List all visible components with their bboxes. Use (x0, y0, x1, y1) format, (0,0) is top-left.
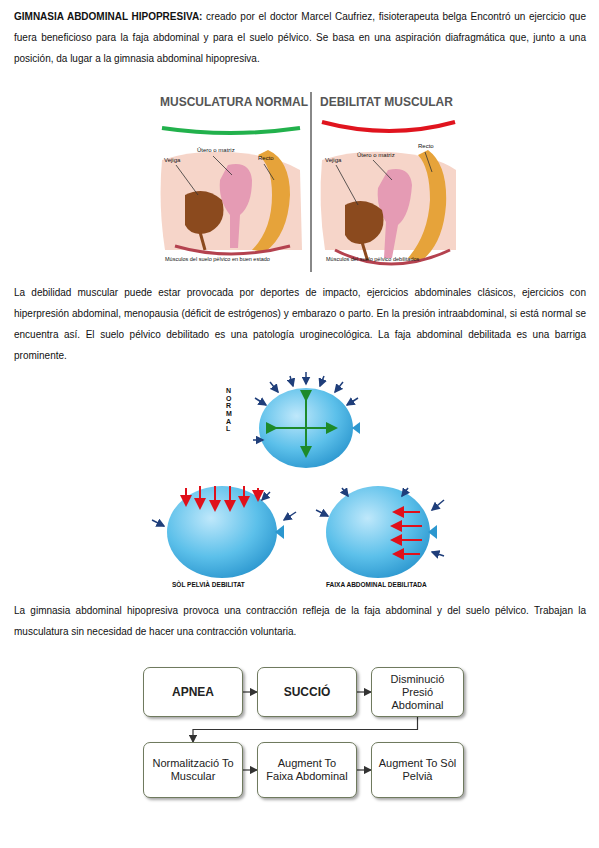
figure-label: Recto (418, 143, 448, 150)
flow-arrow (193, 717, 418, 742)
label-text: Útero o matriz (197, 147, 235, 153)
paragraph: La gimnasia abdominal hipopresiva provoc… (14, 600, 586, 642)
pelvis-normal (161, 150, 302, 254)
label-text: NORMAL (226, 387, 232, 432)
figure-label: Músculos del suelo pélvico debilitados (326, 256, 456, 263)
label-text: Músculos del suelo pélvico en buen estad… (165, 256, 270, 262)
heading: GIMNASIA ABDOMINAL HIPOPRESIVA: (14, 11, 202, 22)
figure-label: DEBILITAT MUSCULAR (320, 95, 460, 109)
process-box: APNEA (143, 667, 243, 717)
label-text: Vejiga (164, 157, 180, 163)
paragraph-text: La debilidad muscular puede estar provoc… (14, 287, 586, 361)
flow-arrow (243, 691, 257, 692)
flow-arrow (357, 769, 371, 770)
process-box: Normalització To Muscular (143, 742, 243, 798)
box-text: Augment To Sòl Pelvià (378, 757, 457, 783)
label-text: Vejiga (325, 157, 341, 163)
box-text: Disminució Presió Abdominal (378, 673, 457, 712)
figure-label: Recto (258, 155, 288, 162)
label-text: SÒL PELVIÀ DEBILITAT (172, 581, 245, 588)
balloon-normal (253, 372, 360, 468)
label-text: DEBILITAT MUSCULAR (320, 95, 453, 109)
label-text: MUSCULATURA NORMAL (160, 95, 308, 109)
figure-label: Vejiga (164, 157, 194, 164)
balloon-pelvic (152, 486, 296, 578)
flow-arrow (243, 769, 257, 770)
box-text: Normalització To Muscular (150, 757, 236, 783)
label-text: FAIXA ABDOMINAL DEBILITADA (326, 581, 427, 588)
box-text: Augment To Faixa Abdominal (264, 757, 350, 783)
label-text: Músculos del suelo pélvico debilitados (326, 256, 419, 262)
box-text: SUCCIÓ (284, 686, 331, 699)
process-box: Augment To Faixa Abdominal (257, 742, 357, 798)
figure-label: Útero o matriz (197, 147, 267, 154)
figure-label: FAIXA ABDOMINAL DEBILITADA (326, 581, 456, 589)
figure-label: MUSCULATURA NORMAL (160, 95, 310, 109)
paragraph: La debilidad muscular puede estar provoc… (14, 282, 586, 366)
label-text: Recto (418, 143, 434, 149)
box-text: APNEA (172, 686, 214, 699)
pelvis-weak (321, 150, 456, 264)
label-text: Útero o matriz (357, 152, 395, 158)
process-box: Disminució Presió Abdominal (371, 667, 464, 717)
label-text: Recto (258, 155, 274, 161)
paragraph-text: La gimnasia abdominal hipopresiva provoc… (14, 605, 586, 637)
paragraph: GIMNASIA ABDOMINAL HIPOPRESIVA: creado p… (14, 6, 586, 69)
figure-label: NORMAL (226, 387, 233, 433)
balloon-abdominal (316, 486, 444, 578)
figure-label: Vejiga (325, 157, 355, 164)
process-box: SUCCIÓ (257, 667, 357, 717)
figure-label: Músculos del suelo pélvico en buen estad… (165, 256, 305, 263)
process-box: Augment To Sòl Pelvià (371, 742, 464, 798)
flow-arrow (357, 691, 371, 692)
figure-label: SÒL PELVIÀ DEBILITAT (172, 581, 292, 589)
figure-label: Útero o matriz (357, 152, 427, 159)
